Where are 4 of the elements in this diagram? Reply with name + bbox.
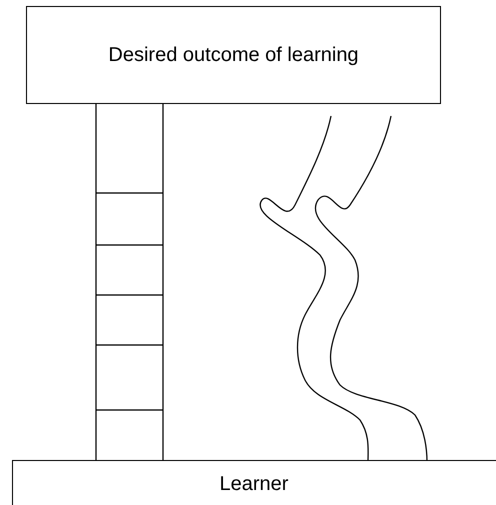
learner-box <box>12 460 496 505</box>
outcome-box <box>26 6 441 104</box>
box-label: Learner <box>220 473 288 496</box>
box-label: Desired outcome of learning <box>108 44 359 66</box>
